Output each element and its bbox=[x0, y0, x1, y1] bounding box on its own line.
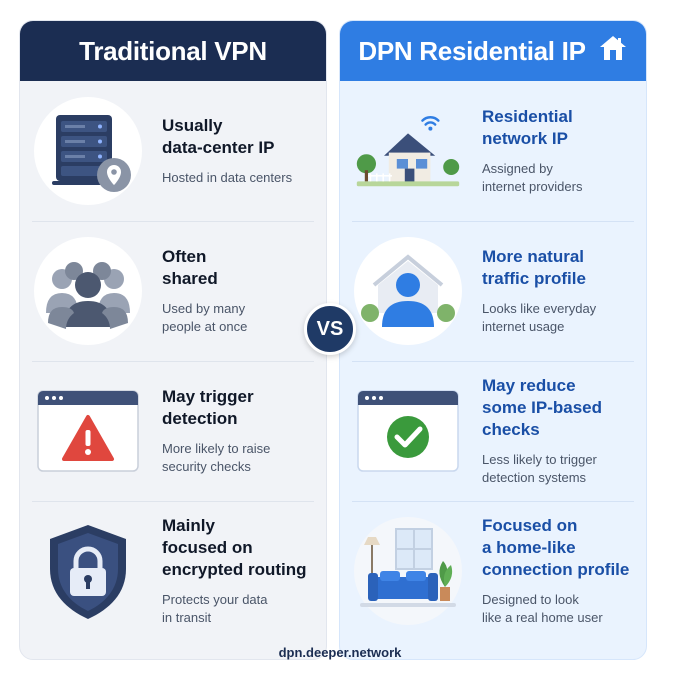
row-title: Often shared bbox=[162, 247, 218, 288]
vpn-row-datacenter: Usually data-center IP Hosted in data ce… bbox=[20, 81, 326, 221]
traditional-vpn-title: Traditional VPN bbox=[79, 35, 267, 66]
row-description: Less likely to trigger detection systems bbox=[482, 452, 597, 485]
vs-label: VS bbox=[316, 317, 344, 340]
vs-badge: VS bbox=[304, 303, 356, 355]
person-home-icon bbox=[352, 235, 464, 347]
shield-lock-icon bbox=[32, 515, 144, 627]
living-room-icon bbox=[352, 515, 464, 627]
vpn-row-shared: Often shared Used by many people at once bbox=[20, 221, 326, 361]
dpn-row-residential: Residential network IP Assigned by inter… bbox=[340, 81, 646, 221]
traditional-vpn-header: Traditional VPN bbox=[20, 21, 326, 81]
row-description: Designed to look like a real home user bbox=[482, 592, 603, 625]
home-icon bbox=[598, 34, 628, 69]
row-title: Mainly focused on encrypted routing bbox=[162, 516, 307, 579]
browser-check-icon bbox=[352, 375, 464, 487]
row-title: May reduce some IP-based checks bbox=[482, 376, 602, 439]
vpn-row-detection: May trigger detection More likely to rai… bbox=[20, 361, 326, 501]
row-title: More natural traffic profile bbox=[482, 247, 586, 288]
row-description: Assigned by internet providers bbox=[482, 161, 583, 194]
dpn-row-reduce: May reduce some IP-based checks Less lik… bbox=[340, 361, 646, 501]
row-description: Looks like everyday internet usage bbox=[482, 301, 597, 334]
server-location-icon bbox=[32, 95, 144, 207]
group-users-icon bbox=[32, 235, 144, 347]
dpn-residential-panel: DPN Residential IP bbox=[339, 20, 647, 660]
row-description: More likely to raise security checks bbox=[162, 441, 271, 474]
dpn-residential-title: DPN Residential IP bbox=[358, 35, 586, 66]
dpn-row-natural: More natural traffic profile Looks like … bbox=[340, 221, 646, 361]
footer-url-text: dpn.deeper.network bbox=[278, 645, 402, 660]
row-description: Used by many people at once bbox=[162, 301, 248, 334]
row-description: Protects your data in transit bbox=[162, 592, 268, 625]
dpn-residential-header: DPN Residential IP bbox=[340, 21, 646, 81]
house-wifi-icon bbox=[352, 95, 464, 207]
browser-warning-icon bbox=[32, 375, 144, 487]
row-title: Focused on a home-like connection profil… bbox=[482, 516, 630, 579]
row-title: Residential network IP bbox=[482, 107, 573, 148]
traditional-vpn-panel: Traditional VPN bbox=[19, 20, 327, 660]
footer-url[interactable]: dpn.deeper.network bbox=[0, 645, 680, 660]
row-description: Hosted in data centers bbox=[162, 170, 293, 185]
row-title: Usually data-center IP bbox=[162, 116, 275, 157]
dpn-row-home-profile: Focused on a home-like connection profil… bbox=[340, 501, 646, 641]
row-title: May trigger detection bbox=[162, 387, 254, 428]
vpn-row-encryption: Mainly focused on encrypted routing Prot… bbox=[20, 501, 326, 641]
